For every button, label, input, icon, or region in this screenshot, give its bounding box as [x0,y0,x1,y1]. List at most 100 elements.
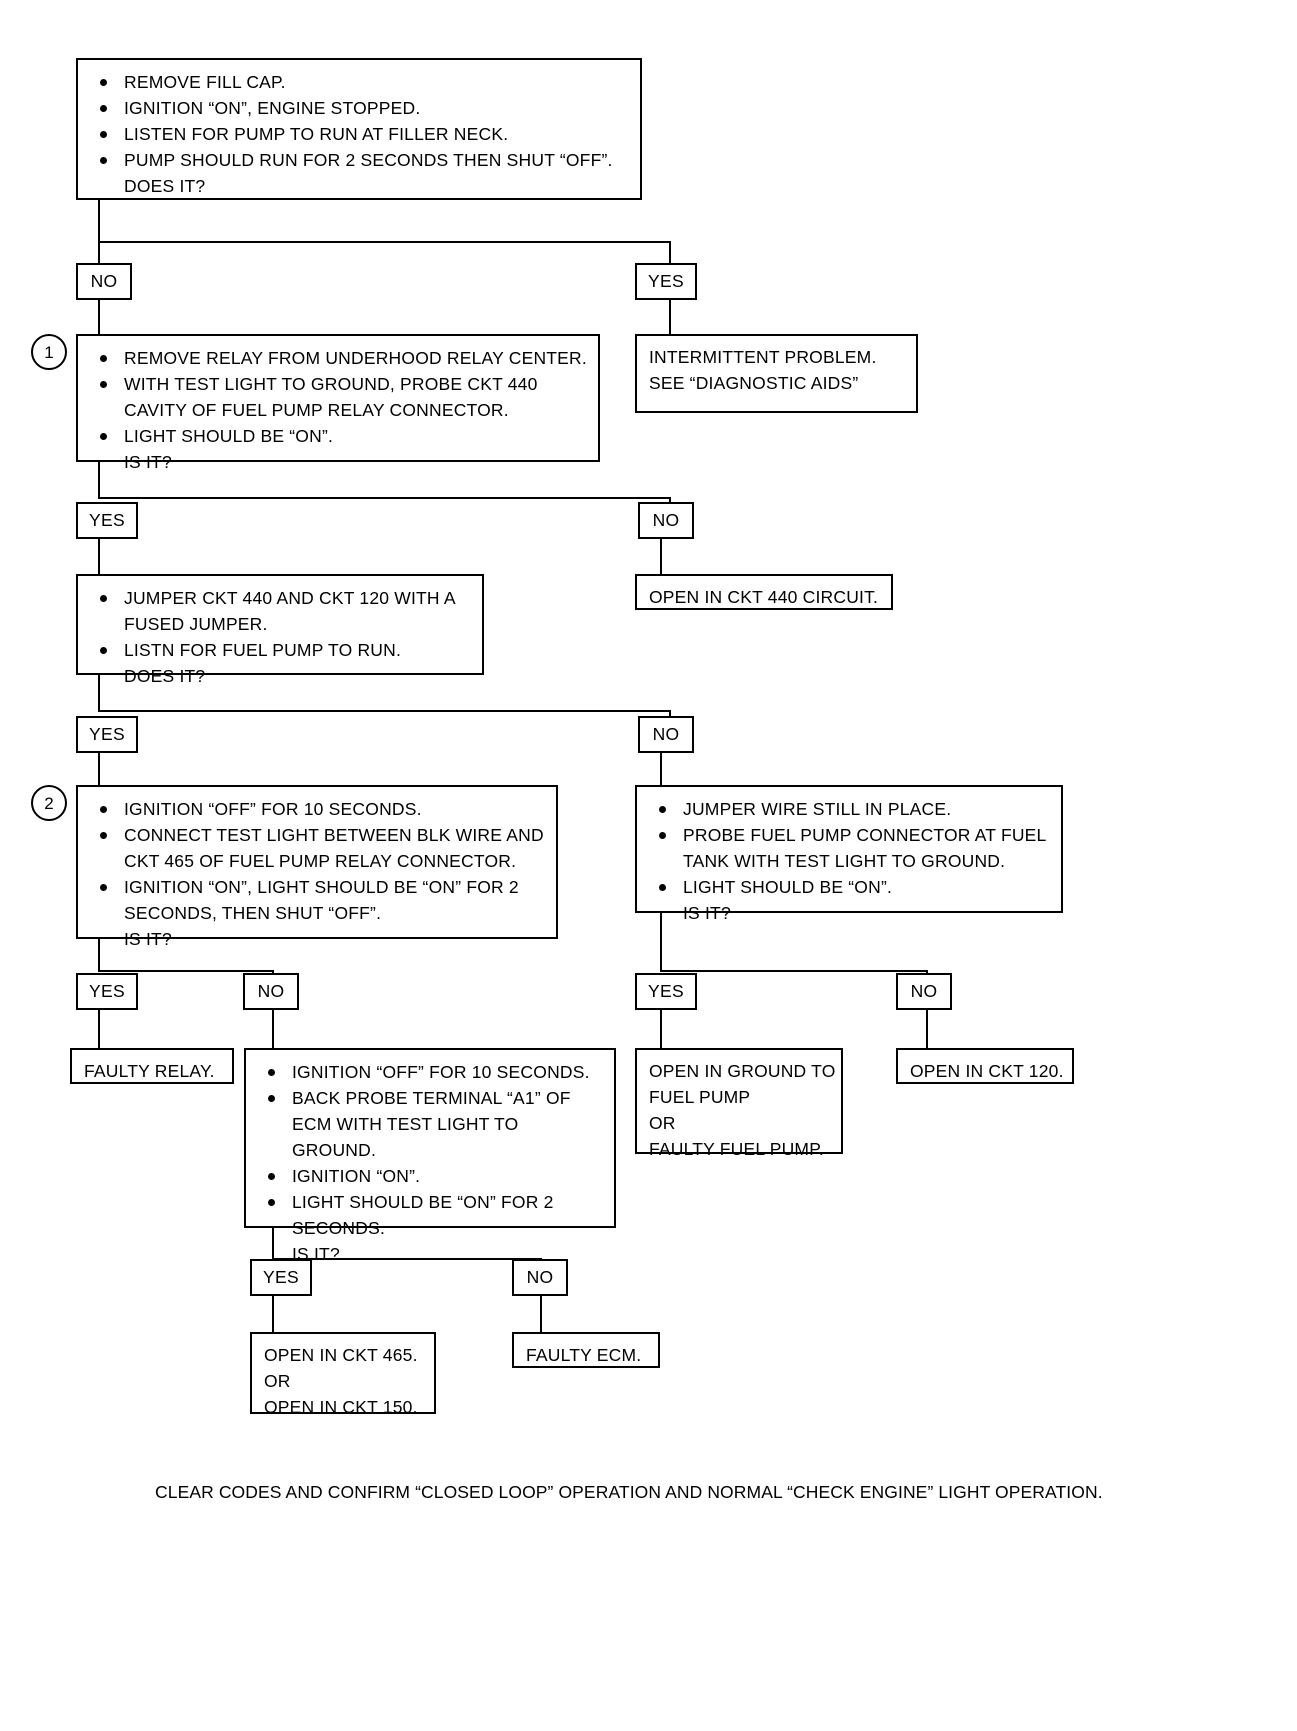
connector-pumpprobe-yes-down [660,1010,662,1048]
branch-ecmprobe-no: NO [512,1259,568,1296]
faulty-ecm-line-1: FAULTY ECM. [526,1345,642,1365]
node-start: REMOVE FILL CAP. IGNITION “ON”, ENGINE S… [76,58,642,200]
node-step2: IGNITION “OFF” FOR 10 SECONDS. CONNECT T… [76,785,558,949]
branch-start-no: NO [76,263,132,300]
connector-ecmprobe-down [272,1228,274,1259]
open465-line-2: OR [264,1371,291,1391]
node-step1: REMOVE RELAY FROM UNDERHOOD RELAY CENTER… [76,334,600,472]
pumpprobe-question: IS IT? [683,903,731,923]
connector-jumper-down [98,675,100,711]
open-ground-line-2: FUEL PUMP [649,1087,751,1107]
ecmprobe-bullet-4-cont: SECONDS. [292,1218,386,1238]
pumpprobe-bullet-2-cont: TANK WITH TEST LIGHT TO GROUND. [683,851,1006,871]
node-faulty-ecm: FAULTY ECM. [512,1332,660,1368]
node-jumper-test: JUMPER CKT 440 AND CKT 120 WITH A FUSED … [76,574,484,686]
connector-start-down [98,200,100,242]
pumpprobe-bullet-3: LIGHT SHOULD BE “ON”. [649,874,1051,900]
node-ecm-probe: IGNITION “OFF” FOR 10 SECONDS. BACK PROB… [244,1048,616,1264]
step1-bullet-3: LIGHT SHOULD BE “ON”. [90,423,588,449]
faulty-relay-line-1: FAULTY RELAY. [84,1061,215,1081]
node-pump-probe: JUMPER WIRE STILL IN PLACE. PROBE FUEL P… [635,785,1063,923]
open-ground-line-1: OPEN IN GROUND TO [649,1061,836,1081]
open440-line-1: OPEN IN CKT 440 CIRCUIT. [649,587,879,607]
step-marker-1: 1 [31,334,67,370]
ecmprobe-bullet-2-cont: ECM WITH TEST LIGHT TO GROUND. [292,1114,519,1160]
node-open-ckt-120: OPEN IN CKT 120. [896,1048,1074,1084]
connector-step1-no-down [660,539,662,574]
connector-step2-no-down [272,1010,274,1048]
step2-bullet-1: IGNITION “OFF” FOR 10 SECONDS. [90,796,546,822]
open-ground-line-4: FAULTY FUEL PUMP. [649,1139,824,1159]
step-marker-2: 2 [31,785,67,821]
start-question: DOES IT? [124,176,206,196]
branch-step2-yes: YES [76,973,138,1010]
step1-bullet-2-cont: CAVITY OF FUEL PUMP RELAY CONNECTOR. [124,400,509,420]
ecmprobe-bullet-4: LIGHT SHOULD BE “ON” FOR 2 [258,1189,604,1215]
connector-step2-yes-down [98,1010,100,1048]
node-open-ckt-465: OPEN IN CKT 465. OR OPEN IN CKT 150. [250,1332,436,1417]
connector-ecmprobe-split [272,1258,542,1260]
pumpprobe-bullet-2: PROBE FUEL PUMP CONNECTOR AT FUEL [649,822,1051,848]
jumper-question: DOES IT? [124,666,206,686]
branch-pumpprobe-no: NO [896,973,952,1010]
connector-pumpprobe-right-down [926,970,928,973]
connector-step2-right-down [272,970,274,973]
ecmprobe-bullet-2: BACK PROBE TERMINAL “A1” OF [258,1085,604,1111]
step1-question: IS IT? [124,452,172,472]
node-faulty-relay: FAULTY RELAY. [70,1048,234,1084]
connector-step1-right-down [669,497,671,502]
connector-ecmprobe-no-down [540,1296,542,1332]
connector-start-right-down [669,241,671,263]
open-ground-line-3: OR [649,1113,676,1133]
jumper-bullet-1-cont: FUSED JUMPER. [124,614,268,634]
connector-jumper-split [98,710,671,712]
ecmprobe-bullet-1: IGNITION “OFF” FOR 10 SECONDS. [258,1059,604,1085]
open465-line-1: OPEN IN CKT 465. [264,1345,418,1365]
connector-step1-down [98,462,100,498]
connector-pumpprobe-down [660,913,662,971]
connector-step1-yes-down [98,539,100,574]
connector-no-to-step1 [98,300,100,334]
step2-bullet-2-cont: CKT 465 OF FUEL PUMP RELAY CONNECTOR. [124,851,517,871]
node-open-ckt-440: OPEN IN CKT 440 CIRCUIT. [635,574,893,610]
connector-pumpprobe-no-down [926,1010,928,1048]
step1-bullet-1: REMOVE RELAY FROM UNDERHOOD RELAY CENTER… [90,345,588,371]
node-open-ground-fuel-pump: OPEN IN GROUND TO FUEL PUMP OR FAULTY FU… [635,1048,843,1159]
branch-start-yes: YES [635,263,697,300]
start-bullet-2: IGNITION “ON”, ENGINE STOPPED. [90,95,630,121]
branch-step1-no: NO [638,502,694,539]
node-intermittent-problem: INTERMITTENT PROBLEM. SEE “DIAGNOSTIC AI… [635,334,918,413]
connector-jumper-yes-down [98,753,100,785]
branch-pumpprobe-yes: YES [635,973,697,1010]
open120-line-1: OPEN IN CKT 120. [910,1061,1064,1081]
step2-bullet-3-cont: SECONDS, THEN SHUT “OFF”. [124,903,382,923]
intermittent-line-2: SEE “DIAGNOSTIC AIDS” [649,373,859,393]
step2-question: IS IT? [124,929,172,949]
jumper-bullet-1: JUMPER CKT 440 AND CKT 120 WITH A [90,585,472,611]
footer-note: CLEAR CODES AND CONFIRM “CLOSED LOOP” OP… [155,1482,1103,1502]
step2-bullet-3: IGNITION “ON”, LIGHT SHOULD BE “ON” FOR … [90,874,546,900]
branch-step2-no: NO [243,973,299,1010]
branch-step1-yes: YES [76,502,138,539]
branch-ecmprobe-yes: YES [250,1259,312,1296]
start-bullet-1: REMOVE FILL CAP. [90,69,630,95]
intermittent-line-1: INTERMITTENT PROBLEM. [649,347,877,367]
step1-bullet-2: WITH TEST LIGHT TO GROUND, PROBE CKT 440 [90,371,588,397]
branch-jumper-yes: YES [76,716,138,753]
branch-jumper-no: NO [638,716,694,753]
start-bullet-3: LISTEN FOR PUMP TO RUN AT FILLER NECK. [90,121,630,147]
connector-step2-split [98,970,274,972]
connector-ecmprobe-yes-down [272,1296,274,1332]
jumper-bullet-2: LISTN FOR FUEL PUMP TO RUN. [90,637,472,663]
open465-line-3: OPEN IN CKT 150. [264,1397,418,1417]
start-bullet-4: PUMP SHOULD RUN FOR 2 SECONDS THEN SHUT … [90,147,630,173]
pumpprobe-bullet-1: JUMPER WIRE STILL IN PLACE. [649,796,1051,822]
connector-pumpprobe-split [660,970,928,972]
connector-step1-split [98,497,671,499]
ecmprobe-bullet-3: IGNITION “ON”. [258,1163,604,1189]
step2-bullet-2: CONNECT TEST LIGHT BETWEEN BLK WIRE AND [90,822,546,848]
connector-start-split [98,241,671,243]
connector-step2-down [98,939,100,971]
connector-yes-to-intermittent [669,300,671,334]
